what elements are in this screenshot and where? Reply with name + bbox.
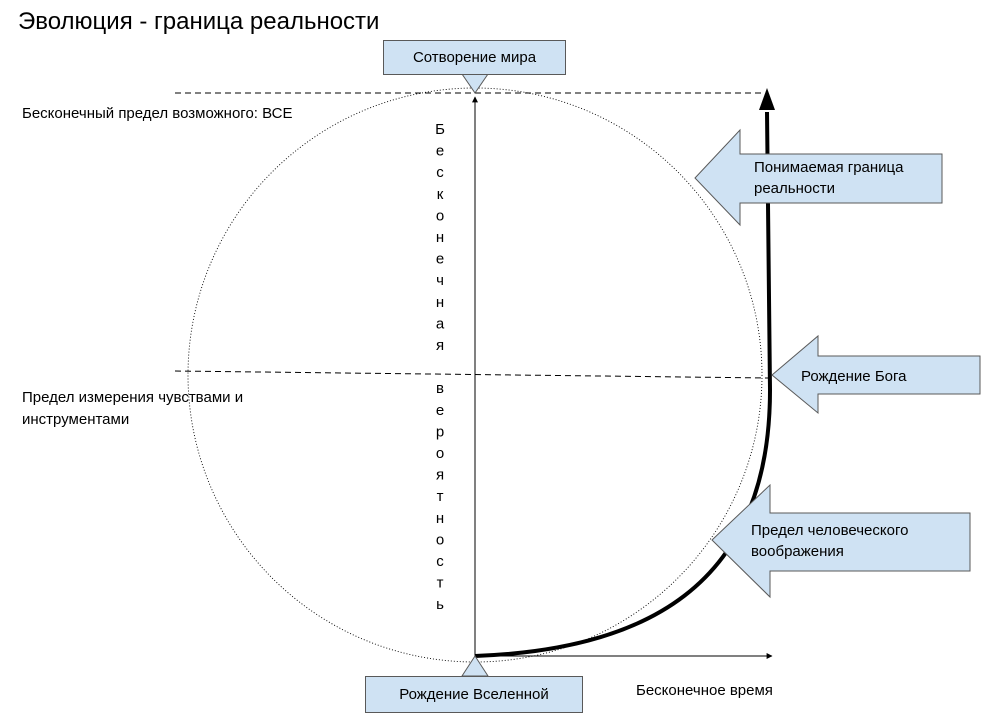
vertical-letter: н — [436, 229, 444, 246]
measurement-limit-label: Предел измерения чувствами и инструмента… — [22, 387, 243, 431]
vertical-letter: е — [436, 402, 444, 419]
vertical-letter: я — [436, 467, 444, 484]
creation-of-world-label: Сотворение мира — [412, 49, 537, 66]
creation-of-world-box: Сотворение мира — [383, 40, 566, 75]
vertical-letter: о — [436, 531, 444, 548]
vertical-letter: р — [436, 423, 444, 440]
middle-dashed-line — [174, 370, 771, 379]
evolution-curve — [474, 111, 773, 658]
vertical-letter: о — [436, 445, 444, 462]
vertical-letter: н — [436, 510, 444, 527]
vertical-letter: с — [436, 164, 444, 181]
callout-imagination-arrow — [711, 483, 971, 599]
vertical-letter: Б — [435, 121, 445, 138]
birth-of-universe-label: Рождение Вселенной — [399, 686, 549, 703]
callout-reality-line1: Понимаемая граница — [754, 159, 904, 176]
top-box-pointer — [461, 73, 489, 94]
vertical-letter: в — [436, 380, 444, 397]
vertical-letter: ч — [436, 272, 444, 289]
callout-reality-arrow — [694, 128, 943, 227]
callout-imagination-line1: Предел человеческого — [751, 522, 909, 539]
vertical-letter: я — [436, 337, 444, 354]
vertical-letter: о — [436, 207, 444, 224]
birth-of-universe-box: Рождение Вселенной — [365, 676, 583, 713]
vertical-letter: с — [436, 553, 444, 570]
callout-god-text: Рождение Бога — [801, 368, 907, 385]
infinite-limit-label: Бесконечный предел возможного: ВСЕ — [22, 105, 293, 122]
callout-imagination-line2: воображения — [751, 543, 844, 560]
vertical-letter: ь — [436, 596, 444, 613]
vertical-letter: е — [436, 251, 444, 268]
measurement-limit-line2: инструментами — [22, 411, 130, 428]
evolution-curve-arrowhead — [759, 88, 775, 110]
vertical-letter: н — [436, 294, 444, 311]
callout-god-arrow — [771, 334, 981, 415]
bottom-box-pointer — [461, 655, 489, 677]
measurement-limit-line1: Предел измерения чувствами и — [22, 389, 244, 406]
vertical-letter: к — [437, 186, 444, 203]
vertical-letter: т — [437, 575, 444, 592]
page-title: Эволюция - граница реальности — [18, 8, 380, 35]
vertical-letter: е — [436, 143, 444, 160]
vertical-letter: т — [437, 488, 444, 505]
callout-reality-line2: реальности — [754, 180, 835, 197]
callout-imagination-text: Предел человеческого воображения — [751, 520, 908, 562]
vertical-letter: а — [436, 315, 445, 332]
x-axis-label: Бесконечное время — [636, 682, 773, 699]
callout-reality-text: Понимаемая граница реальности — [754, 157, 903, 199]
